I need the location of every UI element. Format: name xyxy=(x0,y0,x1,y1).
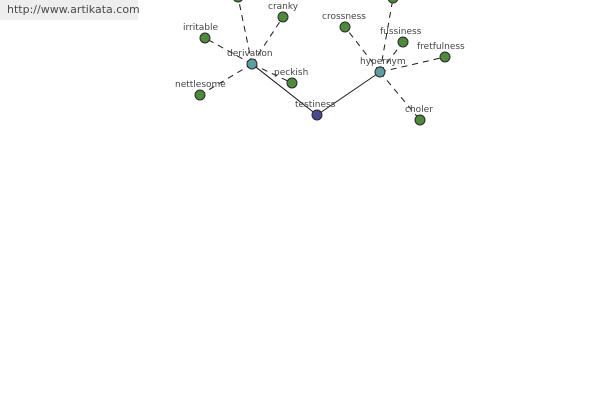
node-crossness[interactable] xyxy=(339,21,351,33)
edge-derivation-cranky xyxy=(251,16,284,65)
node-label-irritable[interactable]: irritable xyxy=(183,23,219,33)
edge-derivation-peckish xyxy=(251,63,293,84)
node-testiness[interactable] xyxy=(311,109,323,121)
node-label-crossness[interactable]: crossness xyxy=(322,12,366,22)
edge-hypernym-hyp-top xyxy=(379,0,394,73)
edge-hypernym-fretfulness xyxy=(379,56,446,73)
graph-edges xyxy=(199,0,446,121)
node-choler[interactable] xyxy=(414,114,426,126)
node-label-nettlesome[interactable]: nettlesome xyxy=(175,80,226,90)
node-cranky[interactable] xyxy=(277,11,289,23)
node-label-derivation[interactable]: derivation xyxy=(227,49,273,59)
node-hyp-top[interactable] xyxy=(387,0,399,4)
node-label-choler[interactable]: choler xyxy=(405,105,433,115)
edge-derivation-irritable xyxy=(204,37,253,65)
node-label-cranky[interactable]: cranky xyxy=(268,2,299,12)
edge-hypernym-crossness xyxy=(344,26,381,73)
node-derivation[interactable] xyxy=(246,58,258,70)
edge-derivation-der-top xyxy=(238,0,253,65)
node-peckish[interactable] xyxy=(286,77,298,89)
node-label-peckish[interactable]: peckish xyxy=(274,68,308,78)
node-irritable[interactable] xyxy=(199,32,211,44)
node-label-hypernym[interactable]: hypernym xyxy=(360,57,406,67)
site-url-banner[interactable]: http://www.artikata.com xyxy=(0,0,140,20)
node-label-fretfulness[interactable]: fretfulness xyxy=(417,42,465,52)
node-der-top[interactable] xyxy=(233,0,243,3)
edge-testiness-hypernym xyxy=(316,71,381,116)
node-hypernym[interactable] xyxy=(374,66,386,78)
node-nettlesome[interactable] xyxy=(194,89,206,101)
node-label-fussiness[interactable]: fussiness xyxy=(380,27,422,37)
node-fussiness[interactable] xyxy=(397,36,409,48)
edge-testiness-derivation xyxy=(251,63,318,116)
graph-nodes xyxy=(194,0,451,126)
node-label-testiness[interactable]: testiness xyxy=(295,100,336,110)
graph-labels: testiness derivation hypernym irritable cran… xyxy=(175,2,465,115)
node-fretfulness[interactable] xyxy=(439,51,451,63)
